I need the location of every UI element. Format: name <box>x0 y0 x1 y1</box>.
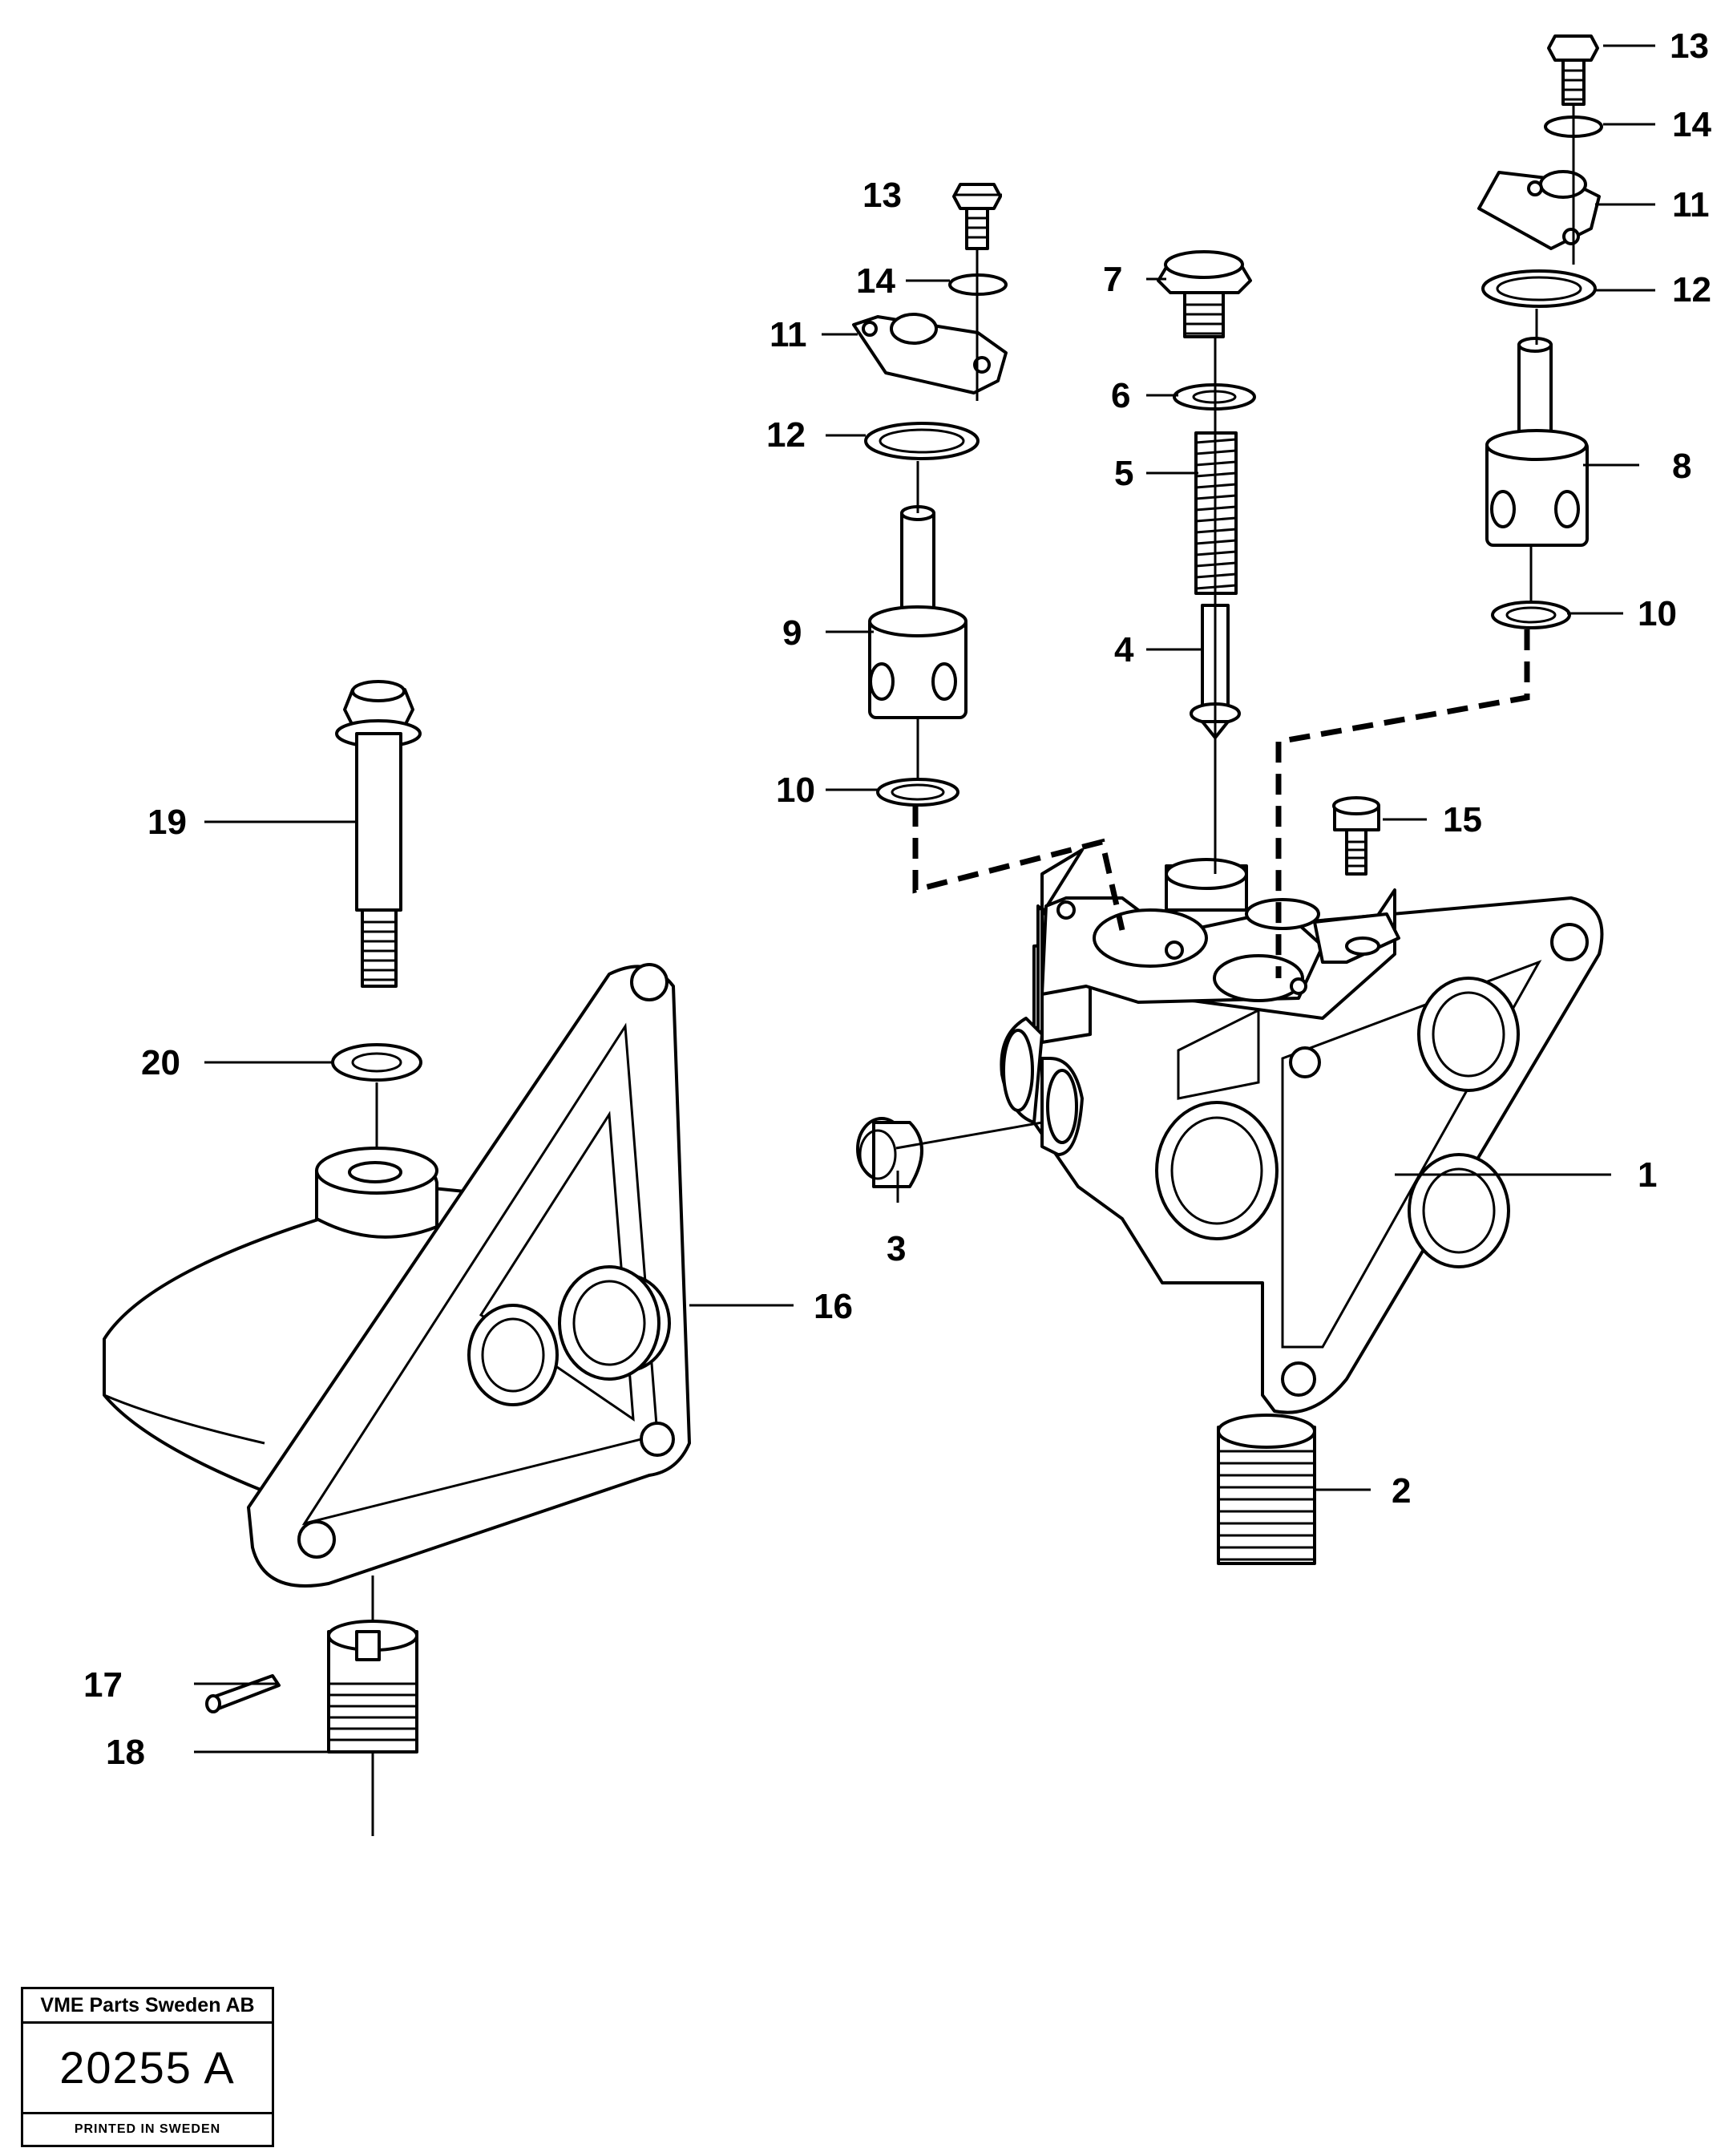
cover-part-11-right <box>1477 170 1601 250</box>
callout-18: 18 <box>106 1733 145 1772</box>
callout-17: 17 <box>83 1665 123 1705</box>
o-ring-part-10-left <box>876 778 959 807</box>
callout-10-left: 10 <box>776 771 815 810</box>
callout-9: 9 <box>782 613 802 653</box>
callout-12-left: 12 <box>766 415 806 455</box>
valve-part-9 <box>868 505 968 719</box>
o-ring-part-10-right <box>1491 601 1571 629</box>
callout-6: 6 <box>1111 376 1130 415</box>
callout-13-left: 13 <box>862 176 902 215</box>
callout-11-right: 11 <box>1672 185 1710 224</box>
callout-13-right: 13 <box>1670 26 1709 66</box>
pin-part-17 <box>205 1674 281 1713</box>
threaded-insert-part-2 <box>1217 1414 1316 1565</box>
dashed-line-left <box>912 806 1125 931</box>
callout-14-left: 14 <box>856 261 895 301</box>
dashed-line-right <box>1275 629 1530 978</box>
callout-10-right: 10 <box>1638 594 1677 633</box>
callout-1: 1 <box>1638 1155 1657 1195</box>
callout-7: 7 <box>1103 260 1122 299</box>
callout-8: 8 <box>1672 447 1691 486</box>
parts-stamp: VME Parts Sweden AB 20255 A PRINTED IN S… <box>21 1987 274 2147</box>
callout-12-right: 12 <box>1672 270 1711 309</box>
callout-11-left: 11 <box>770 315 807 354</box>
plug-part-3 <box>856 1117 923 1188</box>
bolt-part-19 <box>335 680 422 988</box>
filter-head-part-16 <box>103 963 691 1588</box>
callout-labels: 1 2 3 4 5 6 7 8 9 10 10 11 11 12 12 13 1… <box>83 26 1711 1772</box>
threaded-fitting-part-18 <box>327 1620 418 1754</box>
housing-part-1 <box>1000 848 1604 1414</box>
stamp-number: 20255 A <box>59 2042 236 2093</box>
washer-part-20 <box>331 1043 422 1082</box>
callout-20: 20 <box>141 1043 180 1082</box>
callout-19: 19 <box>147 803 187 842</box>
callout-leaders <box>194 44 1655 1754</box>
callout-4: 4 <box>1114 630 1134 669</box>
valve-part-8 <box>1485 337 1589 547</box>
stamp-company: VME Parts Sweden AB <box>23 1989 272 2024</box>
callout-5: 5 <box>1114 454 1133 493</box>
callout-14-right: 14 <box>1672 105 1711 144</box>
callout-2: 2 <box>1392 1471 1411 1511</box>
stamp-printed: PRINTED IN SWEDEN <box>23 2112 272 2145</box>
bolt-part-13-right <box>1547 34 1599 106</box>
plug-part-7 <box>1157 250 1252 338</box>
callout-3: 3 <box>887 1229 906 1268</box>
callout-15: 15 <box>1443 800 1482 839</box>
cover-part-11-left <box>852 313 1008 394</box>
callout-16: 16 <box>814 1287 853 1326</box>
bolt-part-15 <box>1332 796 1380 876</box>
